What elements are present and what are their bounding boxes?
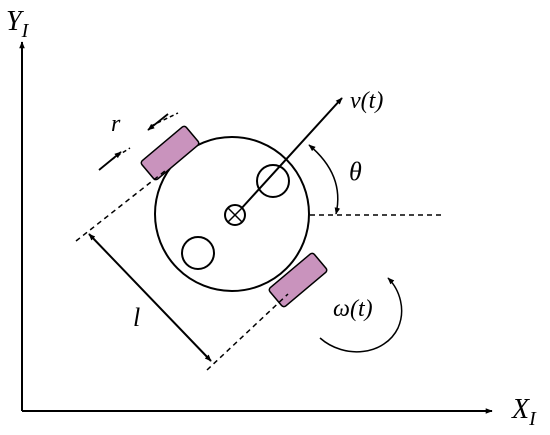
x-axis-label: XI <box>511 394 537 430</box>
wheelbase-extension-right <box>206 293 289 371</box>
radius-tick-upper <box>150 112 179 127</box>
radius-label: r <box>111 111 121 137</box>
left-drive-wheel <box>140 125 200 181</box>
wheelbase-arrow <box>88 233 212 362</box>
center-cross-b <box>227 207 243 223</box>
theta-arc <box>308 144 341 215</box>
radius-arrow-top <box>147 113 169 131</box>
omega-label: ω(t) <box>333 296 373 322</box>
theta-label: θ <box>349 157 362 186</box>
caster-wheel-top <box>256 164 290 198</box>
velocity-label: v(t) <box>350 88 383 114</box>
wheelbase-extension-left <box>75 170 166 242</box>
omega-arc <box>319 277 403 353</box>
right-drive-wheel <box>268 252 328 308</box>
x-axis-subscript: I <box>528 408 537 430</box>
caster-wheel-bottom <box>181 236 215 270</box>
y-axis-subscript: I <box>21 20 30 42</box>
y-axis-label: YI <box>6 6 30 42</box>
velocity-arrow <box>239 97 343 211</box>
wheelbase-label: l <box>133 303 140 332</box>
radius-arrow-bottom <box>98 151 122 171</box>
